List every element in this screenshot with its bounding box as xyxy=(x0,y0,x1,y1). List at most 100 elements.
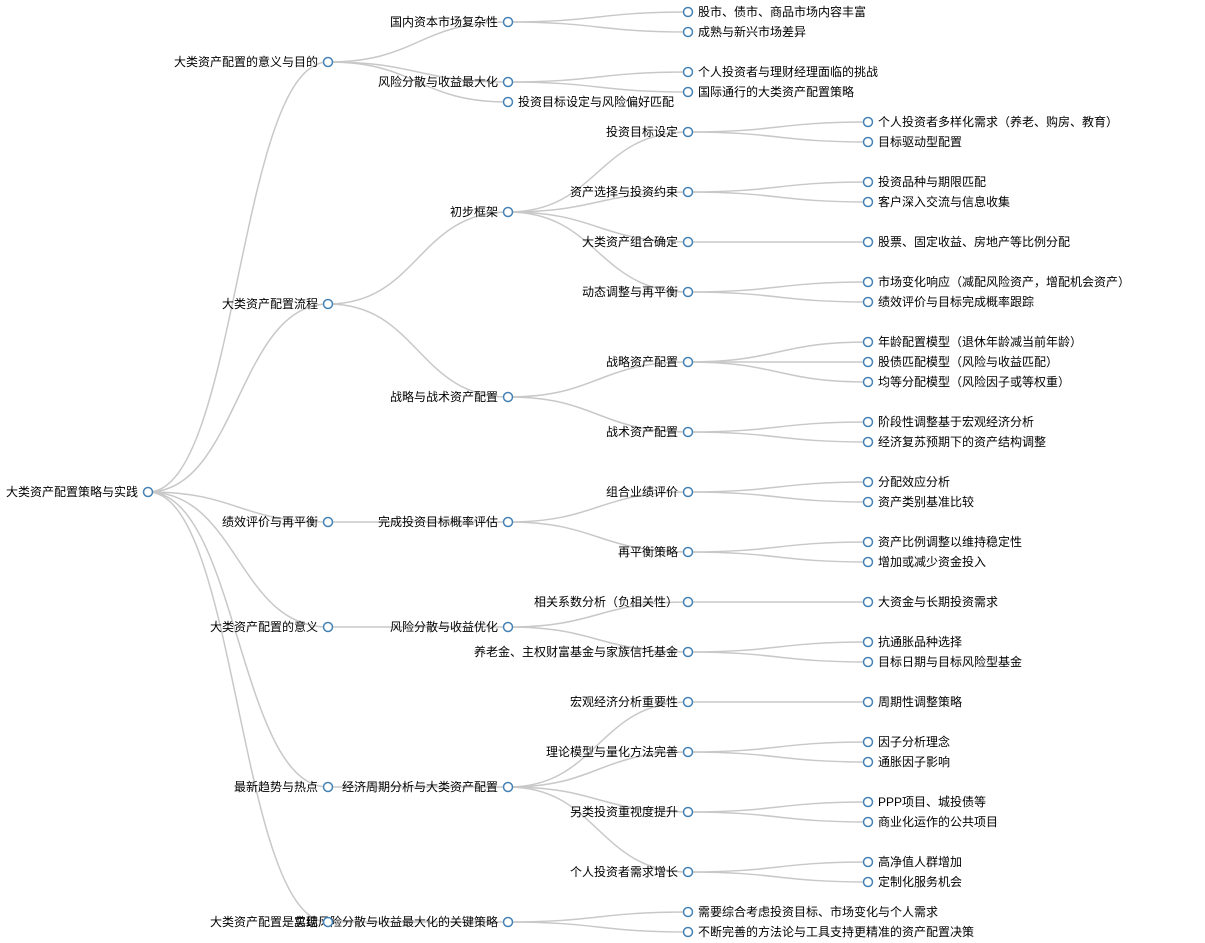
tree-node[interactable]: 定制化服务机会 xyxy=(862,874,963,889)
node-circle[interactable] xyxy=(502,781,514,793)
tree-node[interactable]: 大类资产配置流程 xyxy=(222,296,334,311)
node-circle[interactable] xyxy=(862,656,874,668)
node-circle[interactable] xyxy=(502,76,514,88)
tree-node[interactable]: 完成投资目标概率评估 xyxy=(378,514,514,529)
node-circle[interactable] xyxy=(502,621,514,633)
node-circle[interactable] xyxy=(682,26,694,38)
tree-node[interactable]: 市场变化响应（减配风险资产，增配机会资产） xyxy=(862,274,1131,289)
node-circle[interactable] xyxy=(682,126,694,138)
tree-node[interactable]: 股市、债市、商品市场内容丰富 xyxy=(682,4,867,19)
node-circle[interactable] xyxy=(322,781,334,793)
tree-node[interactable]: 大类资产配置是实现风险分散与收益最大化的关键策略 xyxy=(210,914,514,929)
node-circle[interactable] xyxy=(682,926,694,938)
node-circle[interactable] xyxy=(682,486,694,498)
tree-node[interactable]: 战术资产配置 xyxy=(606,425,694,439)
tree-node[interactable]: 商业化运作的公共项目 xyxy=(862,814,999,829)
node-circle[interactable] xyxy=(862,436,874,448)
tree-node[interactable]: 大类资产组合确定 xyxy=(582,234,694,249)
node-circle[interactable] xyxy=(682,356,694,368)
tree-node[interactable]: 高净值人群增加 xyxy=(862,854,963,869)
node-circle[interactable] xyxy=(862,376,874,388)
tree-node[interactable]: 股债匹配模型（风险与收益匹配） xyxy=(862,354,1059,369)
tree-node[interactable]: 总结 xyxy=(294,915,334,929)
tree-node[interactable]: 年龄配置模型（退休年龄减当前年龄） xyxy=(862,334,1083,349)
node-circle[interactable] xyxy=(682,186,694,198)
node-circle[interactable] xyxy=(682,546,694,558)
node-circle[interactable] xyxy=(682,806,694,818)
tree-node[interactable]: 投资目标设定与风险偏好匹配 xyxy=(502,94,675,109)
tree-node[interactable]: 经济复苏预期下的资产结构调整 xyxy=(862,434,1047,449)
tree-node[interactable]: 均等分配模型（风险因子或等权重） xyxy=(862,374,1071,389)
node-circle[interactable] xyxy=(862,476,874,488)
tree-node[interactable]: 增加或减少资金投入 xyxy=(862,554,987,569)
node-circle[interactable] xyxy=(502,916,514,928)
tree-node[interactable]: 最新趋势与热点 xyxy=(234,779,334,794)
node-circle[interactable] xyxy=(862,636,874,648)
node-circle[interactable] xyxy=(682,86,694,98)
tree-node[interactable]: 动态调整与再平衡 xyxy=(582,284,694,299)
node-circle[interactable] xyxy=(322,516,334,528)
tree-node[interactable]: 国际通行的大类资产配置策略 xyxy=(682,84,855,99)
node-circle[interactable] xyxy=(682,426,694,438)
node-circle[interactable] xyxy=(862,116,874,128)
tree-node[interactable]: 组合业绩评价 xyxy=(606,484,694,499)
tree-node[interactable]: 资产选择与投资约束 xyxy=(570,184,694,199)
tree-node[interactable]: 另类投资重视度提升 xyxy=(570,804,694,819)
tree-node[interactable]: 分配效应分析 xyxy=(862,474,951,489)
tree-node[interactable]: 周期性调整策略 xyxy=(862,694,963,709)
node-circle[interactable] xyxy=(862,176,874,188)
tree-node[interactable]: 风险分散与收益优化 xyxy=(390,619,514,634)
tree-node[interactable]: 目标驱动型配置 xyxy=(862,135,963,149)
node-circle[interactable] xyxy=(862,856,874,868)
tree-node[interactable]: 客户深入交流与信息收集 xyxy=(862,194,1011,209)
tree-node[interactable]: 个人投资者需求增长 xyxy=(570,864,694,879)
tree-node[interactable]: 国内资本市场复杂性 xyxy=(390,14,514,29)
node-circle[interactable] xyxy=(682,236,694,248)
tree-node[interactable]: 资产类别基准比较 xyxy=(862,494,975,509)
tree-node[interactable]: 大类资产配置的意义 xyxy=(210,619,334,634)
node-circle[interactable] xyxy=(502,391,514,403)
node-circle[interactable] xyxy=(322,298,334,310)
tree-node[interactable]: 相关系数分析（负相关性） xyxy=(534,594,694,609)
tree-node[interactable]: 个人投资者多样化需求（养老、购房、教育） xyxy=(862,114,1119,129)
node-circle[interactable] xyxy=(862,876,874,888)
tree-node[interactable]: 抗通胀品种选择 xyxy=(862,634,963,649)
node-circle[interactable] xyxy=(322,916,334,928)
node-circle[interactable] xyxy=(502,96,514,108)
tree-node[interactable]: 阶段性调整基于宏观经济分析 xyxy=(862,414,1035,429)
node-circle[interactable] xyxy=(862,736,874,748)
tree-node[interactable]: 投资目标设定 xyxy=(606,124,694,139)
tree-node[interactable]: 经济周期分析与大类资产配置 xyxy=(342,779,514,794)
node-circle[interactable] xyxy=(682,596,694,608)
node-circle[interactable] xyxy=(862,356,874,368)
node-circle[interactable] xyxy=(502,516,514,528)
node-circle[interactable] xyxy=(862,556,874,568)
tree-node[interactable]: 因子分析理念 xyxy=(862,734,951,749)
tree-node[interactable]: 成熟与新兴市场差异 xyxy=(682,24,807,39)
tree-node[interactable]: 个人投资者与理财经理面临的挑战 xyxy=(682,64,879,79)
node-circle[interactable] xyxy=(862,416,874,428)
tree-node[interactable]: 养老金、主权财富基金与家族信托基金 xyxy=(474,644,694,659)
node-circle[interactable] xyxy=(502,16,514,28)
node-circle[interactable] xyxy=(682,66,694,78)
tree-node[interactable]: 初步框架 xyxy=(450,205,514,219)
tree-node[interactable]: 战略与战术资产配置 xyxy=(390,389,514,404)
tree-node[interactable]: 投资品种与期限匹配 xyxy=(862,174,987,189)
tree-node[interactable]: 需要综合考虑投资目标、市场变化与个人需求 xyxy=(682,904,939,919)
node-circle[interactable] xyxy=(682,286,694,298)
tree-node[interactable]: 通胀因子影响 xyxy=(862,754,951,769)
node-circle[interactable] xyxy=(862,796,874,808)
node-circle[interactable] xyxy=(682,866,694,878)
node-circle[interactable] xyxy=(862,496,874,508)
node-circle[interactable] xyxy=(862,296,874,308)
node-circle[interactable] xyxy=(142,486,154,498)
node-circle[interactable] xyxy=(862,276,874,288)
node-circle[interactable] xyxy=(862,596,874,608)
node-circle[interactable] xyxy=(682,696,694,708)
node-circle[interactable] xyxy=(862,536,874,548)
tree-node[interactable]: 理论模型与量化方法完善 xyxy=(546,744,694,759)
node-circle[interactable] xyxy=(862,756,874,768)
node-circle[interactable] xyxy=(502,206,514,218)
node-circle[interactable] xyxy=(682,6,694,18)
tree-node[interactable]: 再平衡策略 xyxy=(618,544,694,559)
